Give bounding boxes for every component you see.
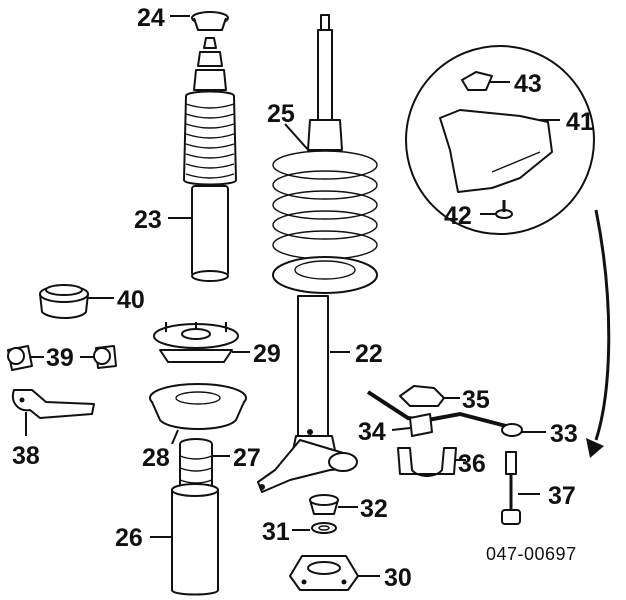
callout-41: 41 [566,108,594,136]
part-35-bracket [399,385,445,407]
callout-24: 24 [137,4,165,32]
detail-arrow [586,209,611,458]
diagram-code: 047-00697 [486,544,577,564]
callout-40: 40 [117,286,145,314]
part-23-dust-boot [183,37,237,282]
part-31-washer [311,522,337,534]
callout-35: 35 [462,386,490,414]
part-40-bushing [39,284,89,319]
leader-28 [171,429,179,445]
part-34-bushing [409,413,433,437]
callout-25: 25 [267,100,295,128]
callout-42: 42 [444,202,472,230]
part-27-bump-stop [179,438,213,489]
callout-38: 38 [12,442,40,470]
callout-28: 28 [142,444,170,472]
part-32-nut [309,494,339,515]
callout-23: 23 [134,206,162,234]
callout-33: 33 [550,420,578,448]
callout-36: 36 [458,450,486,478]
callout-43: 43 [514,70,542,98]
part-37-stabilizer-link [501,451,521,525]
part-36-clamp [397,447,457,477]
part-29-strut-mount [153,322,239,363]
part-38-bracket [12,389,95,419]
part-42-screw [495,200,513,219]
leader-34 [391,427,411,431]
callout-39: 39 [46,344,74,372]
callout-26: 26 [115,524,143,552]
callout-37: 37 [548,482,576,510]
leader-25 [284,123,311,153]
part-43-clip [461,71,493,91]
detail-circle [405,45,595,235]
callout-30: 30 [384,564,412,592]
callout-34: 34 [358,418,386,446]
callout-27: 27 [233,444,261,472]
part-25-coil-spring [272,14,378,294]
part-26-dust-cover [171,483,219,596]
part-30-lower-mount [289,555,359,591]
callout-22: 22 [355,340,383,368]
callout-32: 32 [360,495,388,523]
part-28-spring-seat [149,383,247,430]
part-41-cover [439,109,553,193]
part-22-strut-assembly [257,295,358,493]
callout-29: 29 [253,340,281,368]
callout-31: 31 [262,518,290,546]
part-24-bump-cap [191,11,229,31]
